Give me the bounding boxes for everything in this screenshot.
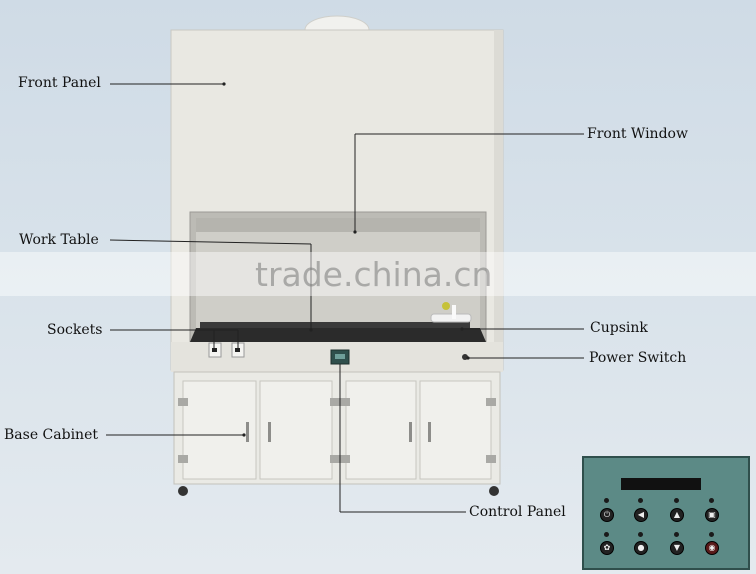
up-button[interactable]: ▲ bbox=[670, 508, 684, 522]
leader-lines bbox=[106, 83, 584, 513]
stop-button[interactable]: ◉ bbox=[705, 541, 719, 555]
light-button[interactable]: ▣ bbox=[705, 508, 719, 522]
label-base-cabinet: Base Cabinet bbox=[4, 427, 98, 443]
record-icon: ● bbox=[637, 543, 645, 552]
wheel-right bbox=[489, 486, 499, 496]
fan-icon: ✿ bbox=[603, 543, 611, 552]
stop-icon: ◉ bbox=[708, 543, 716, 552]
record-button[interactable]: ● bbox=[634, 541, 648, 555]
work-surface bbox=[190, 328, 486, 342]
up-arrow-icon: ▲ bbox=[673, 510, 681, 519]
label-power-switch: Power Switch bbox=[589, 350, 687, 366]
cupsink-valve bbox=[442, 302, 450, 310]
leader-work-table-h bbox=[109, 239, 312, 245]
hinge bbox=[486, 398, 496, 406]
window-interior bbox=[196, 218, 480, 330]
window-top-shade bbox=[196, 218, 480, 232]
indicator-led bbox=[604, 532, 609, 537]
cabinet-door-3 bbox=[345, 380, 417, 480]
hinge bbox=[486, 455, 496, 463]
left-arrow-icon: ◀ bbox=[637, 510, 645, 519]
handle-3 bbox=[409, 422, 412, 442]
indicator-led bbox=[604, 498, 609, 503]
down-arrow-icon: ▼ bbox=[673, 543, 681, 552]
handle-4 bbox=[428, 422, 431, 442]
cabinet-door-2 bbox=[259, 380, 333, 480]
work-surface-back bbox=[200, 322, 470, 328]
indicator-led bbox=[638, 532, 643, 537]
cupsink-faucet bbox=[452, 305, 456, 319]
label-sockets: Sockets bbox=[47, 322, 103, 338]
indicator-led bbox=[709, 498, 714, 503]
label-control-panel: Control Panel bbox=[469, 504, 566, 520]
left-button[interactable]: ◀ bbox=[634, 508, 648, 522]
watermark: trade.china.cn bbox=[255, 255, 493, 294]
fan-button[interactable]: ✿ bbox=[600, 541, 614, 555]
watermark-band bbox=[0, 252, 756, 296]
hinge bbox=[178, 455, 188, 463]
hood-control-panel-screen bbox=[335, 354, 345, 359]
control-panel-display bbox=[621, 478, 701, 490]
indicator-led bbox=[674, 498, 679, 503]
hood-side-edge bbox=[494, 30, 503, 370]
cabinet-door-1 bbox=[182, 380, 257, 480]
cupsink-basin bbox=[430, 313, 472, 323]
power-icon: ⏻ bbox=[603, 510, 611, 519]
label-work-table: Work Table bbox=[19, 232, 99, 248]
label-front-panel: Front Panel bbox=[18, 75, 101, 91]
indicator-led bbox=[709, 532, 714, 537]
indicator-led bbox=[638, 498, 643, 503]
control-panel-inset: ⏻ ◀ ▲ ▣ ✿ ● ▼ ◉ bbox=[582, 456, 750, 570]
down-button[interactable]: ▼ bbox=[670, 541, 684, 555]
handle-1 bbox=[246, 422, 249, 442]
label-front-window: Front Window bbox=[587, 126, 688, 142]
light-icon: ▣ bbox=[708, 510, 716, 519]
leader-dots bbox=[212, 82, 470, 437]
wheel-left bbox=[178, 486, 188, 496]
power-button[interactable]: ⏻ bbox=[600, 508, 614, 522]
cabinet-door-4 bbox=[419, 380, 492, 480]
label-cupsink: Cupsink bbox=[590, 320, 648, 336]
hinge bbox=[178, 398, 188, 406]
indicator-led bbox=[674, 532, 679, 537]
handle-2 bbox=[268, 422, 271, 442]
